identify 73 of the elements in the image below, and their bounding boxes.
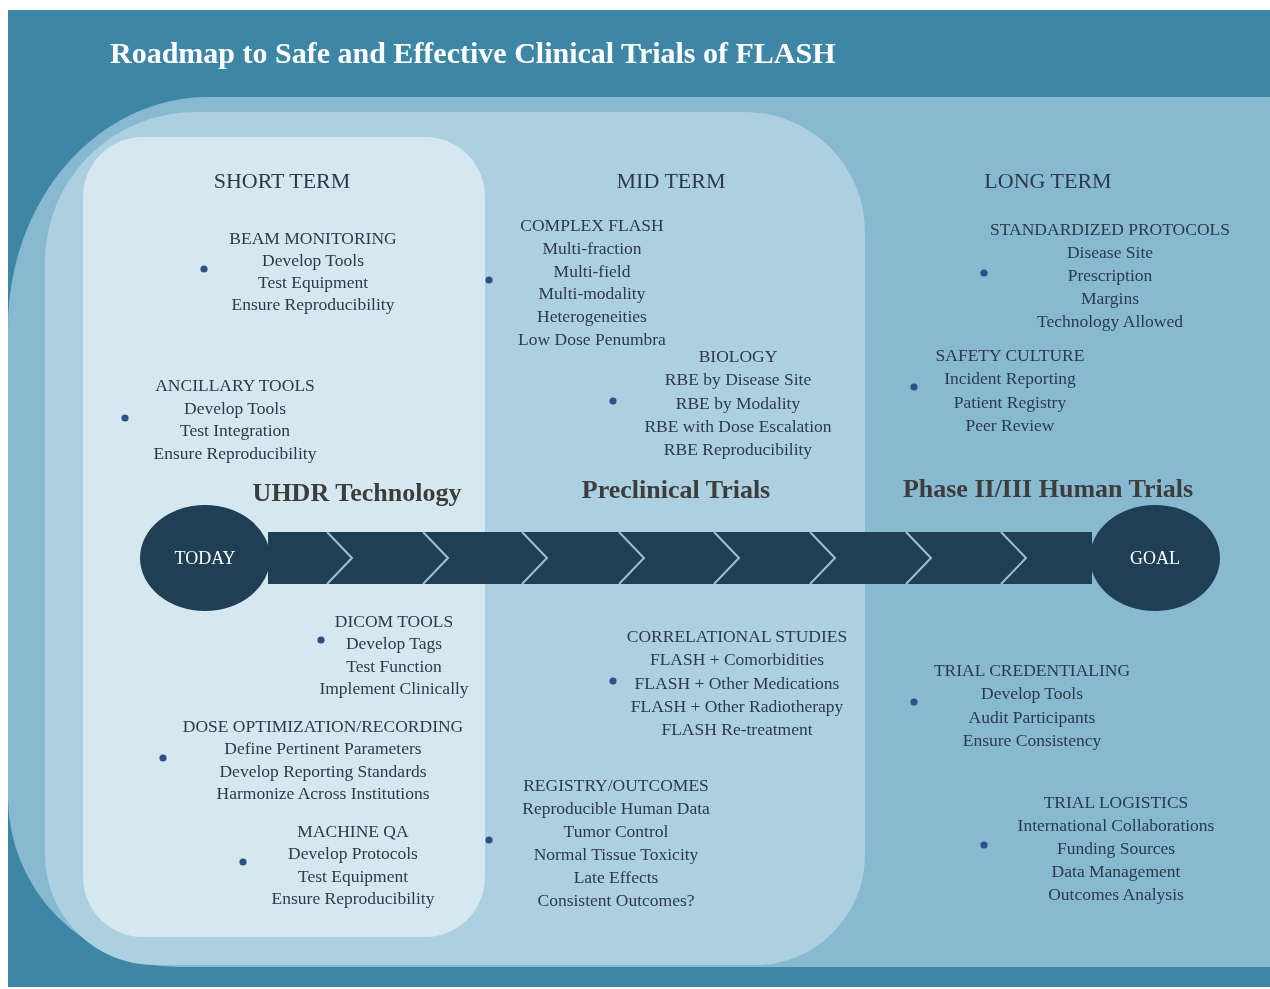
- item-text: RBE Reproducibility: [663, 438, 813, 460]
- progress-arrow: [268, 531, 1092, 585]
- item-heading: DICOM TOOLS: [334, 610, 454, 632]
- item-text: FLASH Re-treatment: [661, 718, 813, 740]
- item-heading: STANDARDIZED PROTOCOLS: [990, 218, 1230, 240]
- item-text: FLASH + Comorbidities: [649, 648, 825, 671]
- item-text: Patient Registry: [953, 390, 1067, 413]
- item-text: Prescription: [1067, 264, 1153, 286]
- phase-heading: UHDR Technology: [252, 477, 462, 509]
- item-heading: TRIAL CREDENTIALING: [933, 659, 1131, 681]
- item-heading: CORRELATIONAL STUDIES: [626, 625, 848, 647]
- item-text: Data Management: [1051, 860, 1181, 882]
- item-text: Outcomes Analysis: [1048, 883, 1184, 905]
- item-text: Ensure Reproducibility: [153, 442, 317, 465]
- item-heading: COMPLEX FLASH: [520, 214, 664, 236]
- phase-heading: Preclinical Trials: [581, 474, 771, 506]
- item-text: Disease Site: [1067, 241, 1153, 263]
- item-text: Ensure Reproducibility: [231, 293, 395, 315]
- item-text: Audit Participants: [968, 705, 1096, 728]
- term-panel: [8, 97, 1270, 967]
- item-text: Peer Review: [965, 413, 1055, 436]
- phase-heading: Phase II/III Human Trials: [902, 473, 1194, 505]
- item-text: Test Function: [346, 654, 442, 677]
- item-text: Technology Allowed: [1037, 310, 1183, 332]
- item-text: RBE by Disease Site: [664, 368, 812, 391]
- item-heading: BEAM MONITORING: [229, 227, 397, 249]
- section-heading: LONG TERM: [984, 168, 1112, 194]
- item-heading: ANCILLARY TOOLS: [155, 374, 315, 396]
- item-text: Funding Sources: [1056, 837, 1176, 859]
- item-text: Test Equipment: [257, 271, 369, 293]
- item-heading: TRIAL LOGISTICS: [1043, 791, 1189, 813]
- item-text: Define Pertinent Parameters: [224, 737, 422, 760]
- item-text: Reproducible Human Data: [522, 797, 710, 819]
- item-text: Develop Reporting Standards: [219, 759, 427, 782]
- item-text: Low Dose Penumbra: [518, 328, 666, 350]
- item-heading: REGISTRY/OUTCOMES: [523, 774, 709, 796]
- item-text: Develop Tags: [345, 632, 443, 655]
- item-text: RBE by Modality: [675, 391, 801, 414]
- section-heading: MID TERM: [616, 168, 726, 194]
- item-text: RBE with Dose Escalation: [644, 414, 832, 437]
- milestone-label: TODAY: [174, 547, 236, 569]
- item-text: Multi-field: [553, 259, 631, 282]
- item-text: Incident Reporting: [944, 367, 1076, 390]
- milestone-label: GOAL: [1130, 547, 1180, 569]
- item-text: Multi-modality: [538, 282, 646, 305]
- item-text: Develop Tools: [262, 249, 364, 271]
- item-text: Normal Tissue Toxicity: [533, 843, 699, 865]
- item-text: Develop Protocols: [288, 842, 418, 865]
- item-text: International Collaborations: [1017, 814, 1215, 836]
- item-text: Tumor Control: [563, 820, 669, 842]
- item-text: Heterogeneities: [537, 305, 647, 328]
- item-text: Multi-fraction: [542, 236, 642, 259]
- item-text: Ensure Reproducibility: [271, 886, 435, 909]
- item-text: Develop Tools: [184, 396, 286, 419]
- item-heading: DOSE OPTIMIZATION/RECORDING: [182, 715, 464, 737]
- item-text: Harmonize Across Institutions: [216, 781, 430, 804]
- item-text: Implement Clinically: [319, 676, 469, 699]
- item-heading: SAFETY CULTURE: [935, 344, 1085, 366]
- item-text: Late Effects: [573, 866, 659, 888]
- term-panel: [83, 137, 485, 937]
- item-heading: MACHINE QA: [297, 820, 409, 842]
- item-text: Develop Tools: [981, 682, 1083, 705]
- item-text: FLASH + Other Medications: [634, 671, 840, 694]
- item-text: Margins: [1081, 287, 1139, 309]
- item-heading: BIOLOGY: [698, 345, 778, 367]
- item-text: FLASH + Other Radiotherapy: [630, 694, 844, 717]
- item-text: Test Equipment: [297, 864, 409, 887]
- title: Roadmap to Safe and Effective Clinical Trials of FLASH: [110, 36, 836, 70]
- item-text: Consistent Outcomes?: [537, 889, 695, 911]
- item-text: Ensure Consistency: [962, 728, 1102, 751]
- section-heading: SHORT TERM: [213, 168, 351, 194]
- term-panel: [45, 112, 865, 965]
- item-text: Test Integration: [179, 419, 291, 442]
